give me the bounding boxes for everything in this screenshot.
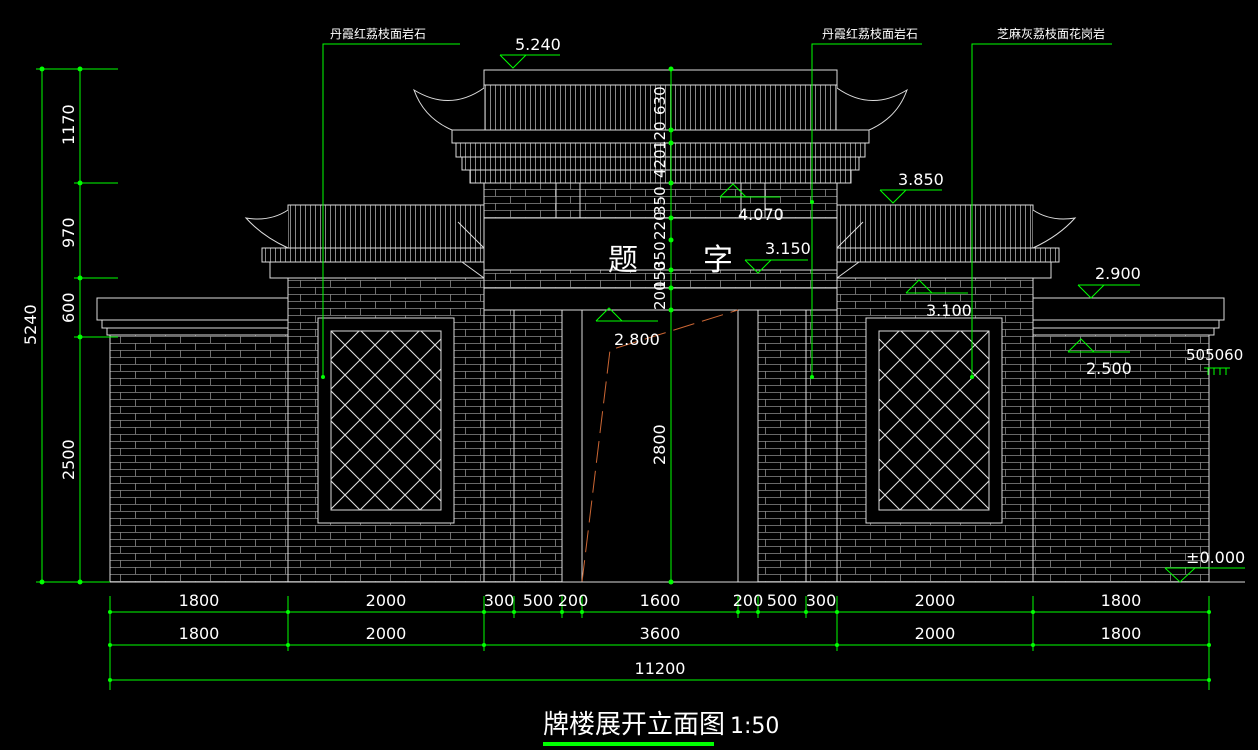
dim-left-600: 600 [59, 292, 78, 323]
dim-left-970: 970 [59, 217, 78, 248]
dim-row1-7: 200 [733, 591, 764, 610]
elev-ground: ±0.000 [1186, 548, 1245, 567]
dim-center-350a: 350 [651, 186, 669, 215]
inscription-char-1: 题 [608, 243, 638, 278]
bottom-dimension-lines [109, 596, 1210, 690]
dim-row2-2: 2000 [366, 624, 407, 643]
dim-row1-4: 500 [523, 591, 554, 610]
left-outer-cap [96, 297, 289, 321]
elev-2800: 2.800 [614, 330, 660, 349]
dim-row1-1: 1800 [179, 591, 220, 610]
dim-center-220: 220 [651, 211, 669, 240]
dim-left-1170: 1170 [59, 104, 78, 145]
right-lattice-panel [865, 317, 1003, 524]
elev-2500: 2.500 [1086, 359, 1132, 378]
dim-total-width: 11200 [635, 659, 686, 678]
dim-row2-5: 1800 [1101, 624, 1142, 643]
right-outer-wall [1032, 334, 1210, 583]
right-side-roof [836, 204, 1077, 279]
material-leaders [322, 43, 1112, 377]
right-outer-cap [1032, 297, 1225, 321]
dim-center-120: 120 [651, 121, 669, 150]
elev-3100: 3.100 [926, 301, 972, 320]
inscription-char-2: 字 [703, 243, 733, 278]
dim-center-150: 150 [651, 261, 669, 290]
left-side-roof [244, 204, 485, 279]
dim-row1-2: 2000 [366, 591, 407, 610]
dim-total-height: 5240 [21, 304, 40, 345]
elev-3850: 3.850 [898, 170, 944, 189]
elev-4070: 4.070 [738, 205, 784, 224]
title-underline [543, 742, 714, 746]
dim-row2-4: 2000 [915, 624, 956, 643]
left-lattice-panel [317, 317, 455, 524]
dim-row1-3: 300 [484, 591, 515, 610]
dim-row1-11: 1800 [1101, 591, 1142, 610]
left-pier [483, 309, 515, 583]
dim-row2-3: 3600 [640, 624, 681, 643]
dim-center-2800: 2800 [650, 424, 669, 465]
paifang-structure [40, 69, 1245, 583]
dim-center-200: 200 [651, 281, 669, 310]
dim-row1-10: 2000 [915, 591, 956, 610]
dim-row2-1: 1800 [179, 624, 220, 643]
inscription-board [483, 217, 838, 271]
elevation-markers [499, 54, 1245, 583]
elev-2900: 2.900 [1095, 264, 1141, 283]
elev-top: 5.240 [515, 35, 561, 54]
dim-center-630: 630 [651, 86, 669, 115]
drawing-title: 牌楼展开立面图 [543, 710, 725, 740]
material-note-right: 芝麻灰荔枝面花岗岩 [997, 26, 1105, 41]
left-outer-wall [109, 334, 289, 583]
central-roof [413, 69, 908, 184]
dim-left-2500: 2500 [59, 439, 78, 480]
elev-3150: 3.150 [765, 239, 811, 258]
dim-row1-9: 300 [806, 591, 837, 610]
drawing-scale: 1:50 [730, 714, 779, 739]
door-outline [581, 309, 739, 583]
side-note: 505060 [1186, 346, 1243, 364]
dim-row1-8: 500 [767, 591, 798, 610]
dim-row1-5: 200 [558, 591, 589, 610]
material-note-center: 丹霞红荔枝面岩石 [822, 26, 918, 41]
left-dimension-lines [36, 68, 118, 583]
right-pier [805, 309, 838, 583]
dim-center-420: 420 [651, 149, 669, 178]
dim-center-350b: 350 [651, 241, 669, 270]
dim-row1-6: 1600 [640, 591, 681, 610]
material-note-left: 丹霞红荔枝面岩石 [330, 26, 426, 41]
